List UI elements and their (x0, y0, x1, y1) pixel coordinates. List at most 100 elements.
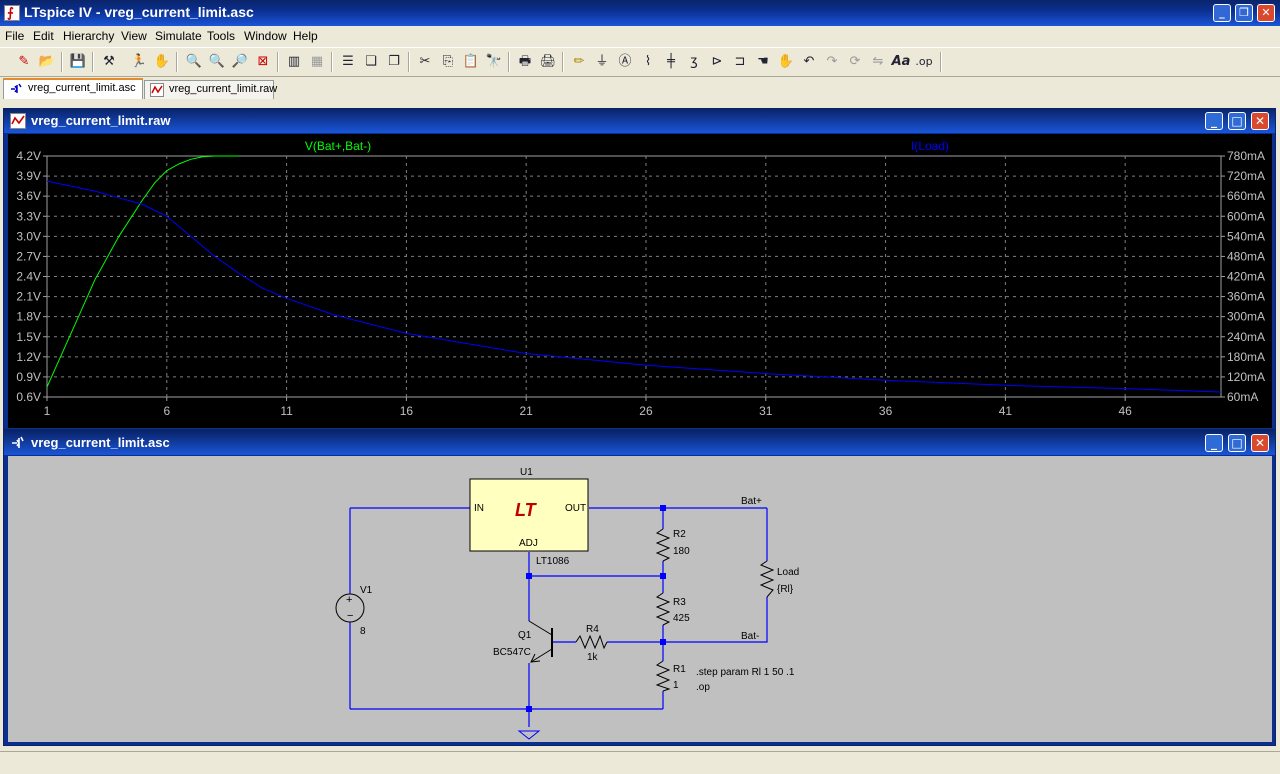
menu-view[interactable]: View (121, 29, 147, 43)
y-left-tick-label: 3.3V (16, 209, 41, 223)
y-left-tick-label: 2.7V (16, 249, 41, 263)
paste-icon[interactable]: 📋 (462, 54, 480, 69)
copy-icon[interactable]: ⎘ (442, 54, 454, 69)
menu-hierarchy[interactable]: Hierarchy (63, 29, 115, 43)
r1-ref: R1 (673, 664, 686, 675)
resistor-icon[interactable]: ⌇ (644, 54, 652, 69)
regulator-u1[interactable]: U1 IN OUT ADJ LT LT1086 (469, 467, 589, 567)
waveform-window-title: vreg_current_limit.raw (31, 113, 171, 128)
ltspice-logo-icon[interactable]: ⨍ (4, 5, 20, 21)
schematic-window-titlebar[interactable]: vreg_current_limit.asc _ □ ✕ (4, 431, 1275, 455)
u1-pin-out: OUT (565, 503, 586, 514)
waveform-icon (150, 83, 164, 97)
load-ref: Load (777, 567, 799, 578)
maximize-button[interactable]: □ (1228, 434, 1246, 452)
spice-directive-icon[interactable]: .op (915, 55, 933, 68)
restore-button[interactable]: ❐ (1235, 4, 1253, 22)
y-right-tick-label: 540mA (1227, 229, 1265, 243)
status-bar (0, 751, 1280, 774)
resistor-r3[interactable]: R3 425 (655, 592, 690, 626)
cut-icon[interactable]: ✂ (419, 54, 431, 69)
menu-simulate[interactable]: Simulate (155, 29, 202, 43)
print-preview-icon[interactable]: 🖶 (518, 54, 532, 69)
schematic-drawing[interactable]: U1 IN OUT ADJ LT LT1086 + − V1 8 (8, 456, 1272, 742)
draw-wire-icon[interactable]: ✏ (573, 54, 585, 69)
menu-file[interactable]: File (5, 29, 25, 43)
svg-text:−: − (347, 610, 353, 622)
pan-icon[interactable]: 🔍 (208, 54, 226, 69)
r4-value: 1k (587, 652, 599, 663)
window-title: LTspice IV - vreg_current_limit.asc (24, 4, 254, 20)
step-directive[interactable]: .step param Rl 1 50 .1 (696, 667, 795, 678)
rotate-icon[interactable]: ⟳ (849, 54, 861, 69)
y-left-tick-label: 2.1V (16, 290, 41, 304)
tab-schematic[interactable]: vreg_current_limit.asc (3, 78, 143, 99)
y-right-tick-label: 240mA (1227, 330, 1265, 344)
open-icon[interactable]: 📂 (38, 54, 56, 69)
undo-icon[interactable]: ↶ (803, 54, 815, 69)
x-tick-label: 36 (879, 404, 893, 418)
schematic-icon (12, 436, 24, 448)
print-icon[interactable]: 🖨 (539, 54, 557, 69)
zoom-full-icon[interactable]: ⊠ (257, 54, 269, 69)
close-button[interactable]: ✕ (1251, 434, 1269, 452)
capacitor-icon[interactable]: ╪ (667, 54, 675, 69)
menu-edit[interactable]: Edit (33, 29, 54, 43)
tab-waveform[interactable]: vreg_current_limit.raw (144, 80, 277, 99)
schematic-canvas[interactable]: U1 IN OUT ADJ LT LT1086 + − V1 8 (8, 456, 1272, 742)
legend-label-voltage: V(Bat+,Bat-) (305, 139, 371, 153)
close-button[interactable]: ✕ (1251, 112, 1269, 130)
ground-icon[interactable]: ⏚ (595, 54, 609, 69)
net-label-bat-plus[interactable]: Bat+ (741, 496, 762, 507)
redo-icon[interactable]: ↷ (826, 54, 838, 69)
tile-horizontal-icon[interactable]: ☰ (342, 54, 354, 69)
zoom-in-icon[interactable]: 🔍 (185, 54, 203, 69)
menu-tools[interactable]: Tools (207, 29, 236, 43)
transistor-q1[interactable]: Q1 BC547C (493, 620, 553, 663)
resistor-r4[interactable]: R4 1k (575, 624, 608, 663)
menu-help[interactable]: Help (293, 29, 318, 43)
cascade-icon[interactable]: ❏ (365, 54, 377, 69)
zoom-out-icon[interactable]: 🔎 (231, 54, 249, 69)
waveform-window-titlebar[interactable]: vreg_current_limit.raw _ □ ✕ (4, 109, 1275, 133)
net-label-bat-minus[interactable]: Bat- (741, 631, 759, 642)
component-icon[interactable]: ⊐ (734, 54, 746, 69)
resistor-load[interactable]: Load {Rl} (759, 560, 799, 598)
halt-icon[interactable]: ✋ (153, 54, 171, 69)
tile-vertical-icon[interactable]: ❐ (388, 54, 400, 69)
op-directive[interactable]: .op (696, 682, 710, 693)
minimize-button[interactable]: _ (1205, 434, 1223, 452)
run-icon[interactable]: 🏃 (130, 54, 148, 69)
voltage-source-v1[interactable]: + − V1 8 (335, 585, 373, 637)
text-icon[interactable]: Aa (891, 54, 911, 69)
maximize-button[interactable]: □ (1228, 112, 1246, 130)
label-net-icon[interactable]: Ⓐ (618, 54, 632, 69)
series-line-current (46, 180, 1222, 393)
minimize-button[interactable]: _ (1205, 112, 1223, 130)
new-schematic-icon[interactable]: ✎ (18, 54, 30, 69)
resistor-r2[interactable]: R2 180 (655, 528, 690, 562)
y-right-tick-label: 180mA (1227, 350, 1265, 364)
menu-bar: File Edit Hierarchy View Simulate Tools … (0, 26, 1280, 46)
move-icon[interactable]: ☚ (757, 54, 769, 69)
y-left-tick-label: 0.6V (16, 390, 41, 404)
minimize-button[interactable]: _ (1213, 4, 1231, 22)
menu-window[interactable]: Window (244, 29, 287, 43)
autorange-icon[interactable]: ▥ (287, 54, 301, 69)
diode-icon[interactable]: ⊳ (711, 54, 723, 69)
inductor-icon[interactable]: ʒ (690, 54, 698, 69)
waveform-icon (10, 113, 26, 129)
control-panel-icon[interactable]: ⚒ (103, 54, 115, 69)
y-left-tick-label: 0.9V (16, 370, 41, 384)
save-icon[interactable]: 💾 (69, 54, 87, 69)
close-button[interactable]: ✕ (1257, 4, 1275, 22)
find-icon[interactable]: 🔭 (485, 54, 503, 69)
resistor-r1[interactable]: R1 1 (655, 660, 686, 692)
fft-icon[interactable]: ▦ (310, 54, 324, 69)
r4-ref: R4 (586, 624, 599, 635)
drag-icon[interactable]: ✋ (777, 54, 795, 69)
mirror-icon[interactable]: ⇋ (872, 54, 884, 69)
